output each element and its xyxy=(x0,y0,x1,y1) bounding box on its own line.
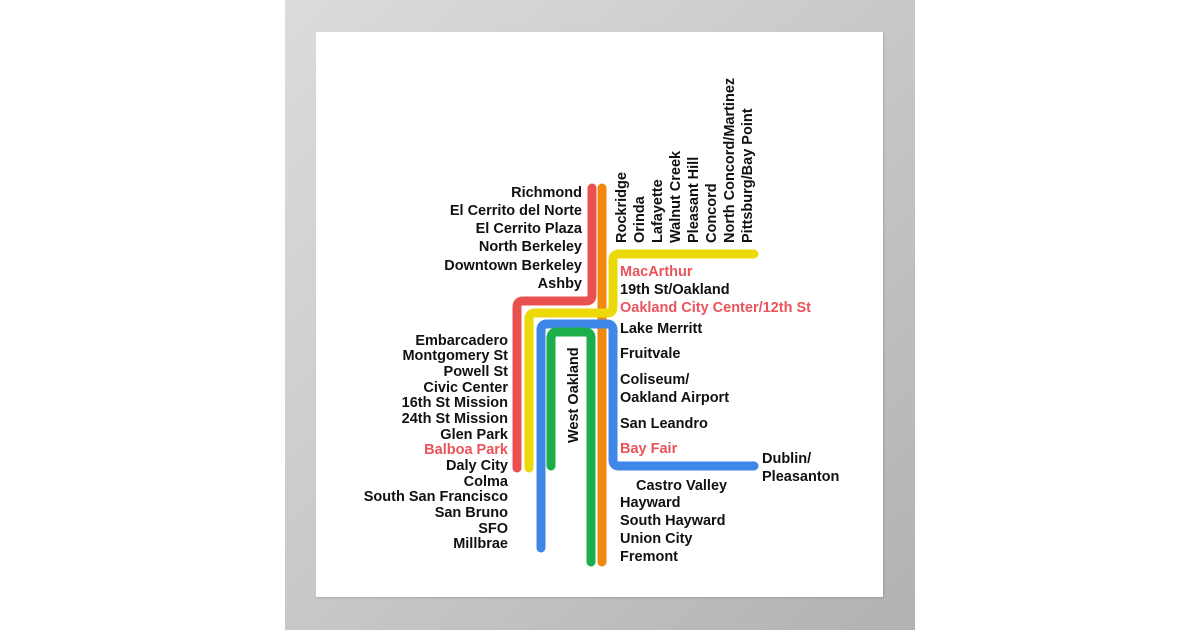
station-label: 24th St Mission xyxy=(401,411,508,427)
station-label: Pleasant Hill xyxy=(686,156,702,243)
station-label: Walnut Creek xyxy=(668,150,684,243)
station-label: Hayward xyxy=(620,495,681,511)
station-label: Millbrae xyxy=(453,536,508,552)
station-label: Downtown Berkeley xyxy=(444,258,582,274)
station-label: North Berkeley xyxy=(478,239,582,255)
station-label: Richmond xyxy=(511,185,582,201)
station-label: Union City xyxy=(620,531,693,547)
station-label: Coliseum/ xyxy=(620,372,690,388)
station-label: Lafayette xyxy=(650,179,666,243)
blue-line xyxy=(536,319,759,553)
station-label: SFO xyxy=(478,521,508,537)
station-label: South Hayward xyxy=(620,513,726,529)
red-line xyxy=(512,183,597,473)
yellow-line xyxy=(524,249,759,473)
station-label-west-oakland: West Oakland xyxy=(566,347,582,443)
station-label: Pleasanton xyxy=(762,469,840,485)
station-label: Oakland Airport xyxy=(620,390,730,406)
station-label: Montgomery St xyxy=(402,348,508,364)
station-label: Castro Valley xyxy=(636,478,728,494)
station-label: North Concord/Martinez xyxy=(722,77,738,243)
station-label: Embarcadero xyxy=(415,333,508,349)
station-label: Pittsburg/Bay Point xyxy=(740,108,756,243)
station-label: Ashby xyxy=(537,276,582,292)
station-label: Fremont xyxy=(620,549,678,565)
station-label: Lake Merritt xyxy=(620,321,703,337)
station-label: South San Francisco xyxy=(363,489,508,505)
station-label: 19th St/Oakland xyxy=(620,282,730,298)
green-line xyxy=(546,327,596,567)
station-label: Concord xyxy=(704,183,720,243)
station-label-transfer: Balboa Park xyxy=(424,442,508,458)
station-label: Fruitvale xyxy=(620,346,681,362)
station-label: El Cerrito del Norte xyxy=(449,203,582,219)
station-label: Colma xyxy=(463,474,508,490)
station-label: Powell St xyxy=(443,364,508,380)
station-label-transfer: Oakland City Center/12th St xyxy=(620,300,811,316)
station-label: Civic Center xyxy=(423,380,508,396)
station-label: Orinda xyxy=(632,196,648,243)
station-label: San Bruno xyxy=(434,505,508,521)
station-label-transfer: Bay Fair xyxy=(620,441,678,457)
station-label: San Leandro xyxy=(620,416,708,432)
station-label: El Cerrito Plaza xyxy=(475,221,582,237)
station-label: Daly City xyxy=(445,458,508,474)
station-label: Glen Park xyxy=(440,427,508,443)
station-label-transfer: MacArthur xyxy=(620,264,693,280)
station-label: Rockridge xyxy=(614,172,630,243)
station-label: Dublin/ xyxy=(762,451,812,467)
station-label: 16th St Mission xyxy=(401,395,508,411)
